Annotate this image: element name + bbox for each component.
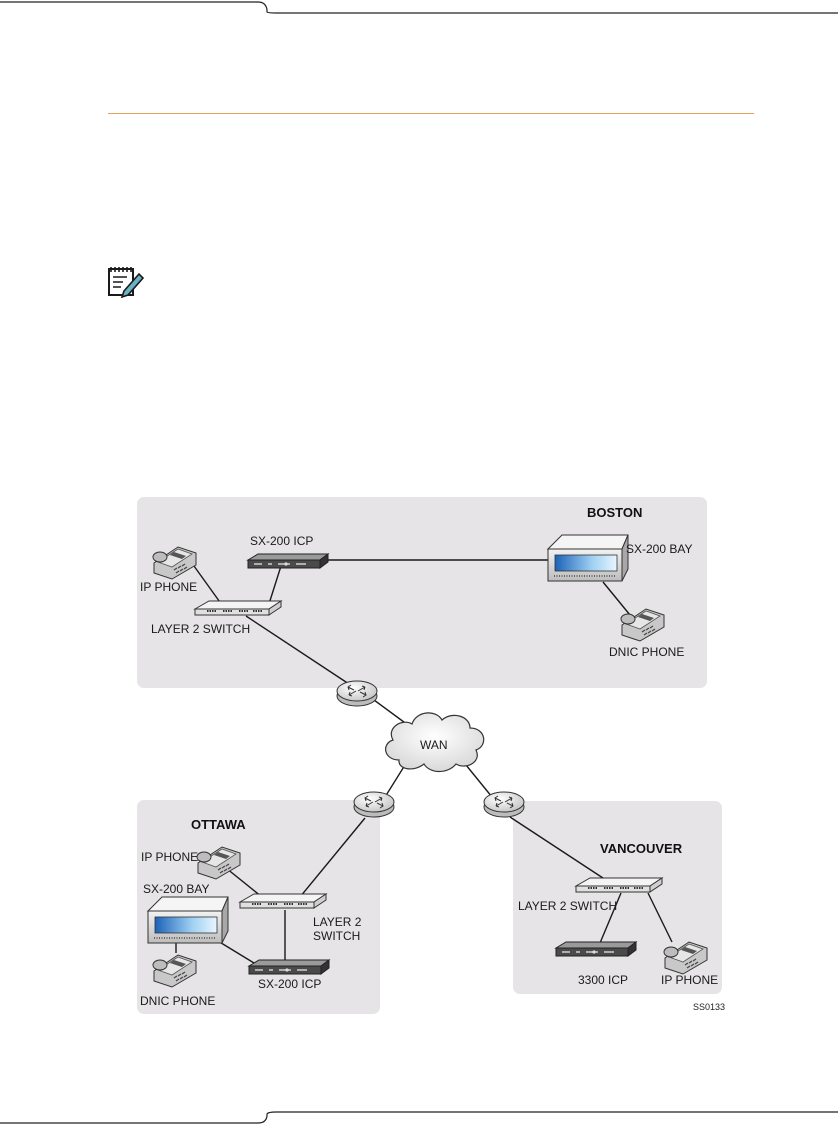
wan-cloud: WAN	[385, 712, 485, 773]
link-vancouver-router-switch	[509, 816, 607, 881]
link-boston-phone-switch	[193, 565, 223, 606]
link-ottawa-phone-switch	[225, 867, 263, 898]
vancouver-3300-icp-icon	[555, 941, 637, 957]
vancouver-layer2-switch-icon	[575, 877, 663, 893]
link-boston-icp-switch	[267, 565, 282, 608]
boston-sx200-bay-icon	[547, 534, 629, 582]
vancouver-ip-phone-label: IP PHONE	[661, 973, 718, 987]
router-ottawa-icon	[353, 791, 395, 818]
boston-ip-phone-label: IP PHONE	[140, 580, 197, 594]
link-vancouver-switch-icp	[599, 892, 622, 944]
ottawa-bay-label: SX-200 BAY	[143, 882, 209, 896]
header-tab-line	[0, 1, 838, 14]
ottawa-switch-label-line1: LAYER 2	[313, 915, 362, 929]
link-wan-vancouver-router	[465, 764, 493, 798]
section-divider	[108, 113, 754, 114]
ottawa-sx200-bay-icon	[147, 896, 229, 944]
vancouver-switch-label: LAYER 2 SWITCH	[518, 899, 617, 913]
region-boston	[137, 497, 707, 688]
vancouver-icp-label: 3300 ICP	[578, 973, 628, 987]
boston-switch-label: LAYER 2 SWITCH	[151, 622, 250, 636]
link-boston-bay-dnic	[602, 581, 631, 616]
link-wan-ottawa-router	[384, 764, 406, 798]
link-ottawa-router-switch	[299, 817, 366, 898]
boston-icp-label: SX-200 ICP	[250, 534, 313, 548]
ottawa-sx200-icp-icon	[248, 959, 330, 975]
wan-label: WAN	[420, 738, 448, 752]
link-boston-switch-router	[245, 615, 353, 687]
router-vancouver-icon	[483, 791, 525, 818]
region-label-boston: BOSTON	[587, 505, 642, 520]
ottawa-ip-phone-label: IP PHONE	[141, 850, 198, 864]
boston-sx200-icp-icon	[247, 553, 329, 569]
ottawa-layer2-switch-icon	[239, 893, 327, 909]
ottawa-switch-label-line2: SWITCH	[313, 929, 360, 943]
region-label-ottawa: OTTAWA	[191, 817, 246, 832]
figure-id: SS0133	[693, 1002, 725, 1012]
ottawa-icp-label: SX-200 ICP	[258, 977, 321, 991]
boston-dnic-phone-label: DNIC PHONE	[609, 645, 684, 659]
boston-layer2-switch-icon	[194, 600, 282, 616]
footer-tab-line	[0, 1111, 838, 1124]
ottawa-dnic-phone-label: DNIC PHONE	[140, 994, 215, 1008]
note-icon	[108, 267, 145, 298]
region-label-vancouver: VANCOUVER	[600, 841, 683, 856]
link-vancouver-switch-phone	[647, 892, 673, 943]
boston-bay-label: SX-200 BAY	[626, 542, 692, 556]
router-boston-icon	[336, 680, 378, 707]
